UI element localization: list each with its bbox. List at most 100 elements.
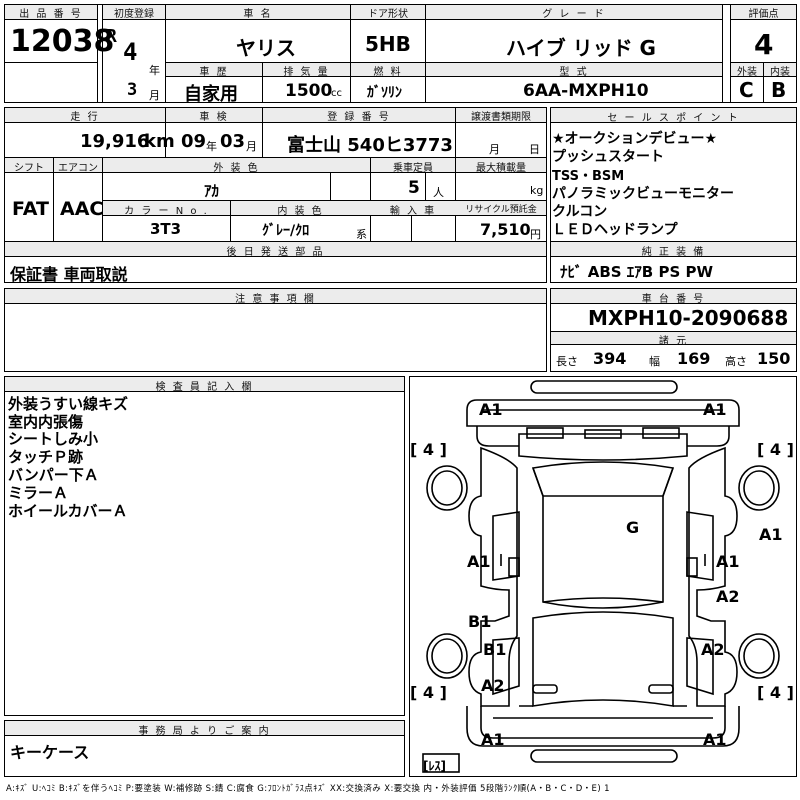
reg-year: 4 [123,38,138,66]
max-load-header: 最大積載量 [476,163,526,174]
interior-grade: B [771,78,787,102]
caution-header: 注 意 事 項 欄 [235,294,316,305]
reg-no-header: 登 録 番 号 [327,112,391,123]
diag-tire-rear-left: [ 4 ] [410,683,447,702]
ac-header: エアコン [58,163,98,174]
diag-front-left: A1 [479,400,503,419]
ext-color: ｱｶ [204,182,220,200]
era: R [106,26,117,47]
shift: FAT [12,198,49,220]
chassis-block [550,288,797,372]
top-info-block [4,4,797,103]
ext-color-header: 外 装 色 [213,163,260,174]
diag-right-rear-door: A2 [716,587,740,606]
diag-left-quarter: B1 [483,640,507,659]
inspector-note-2: 室内内張傷 [8,413,84,431]
displacement-header: 排 気 量 [283,67,330,78]
chassis-number: MXPH10-2090688 [588,306,789,330]
sales-point-4: パノラミックビューモニター [552,186,734,202]
car-name: ヤリス [236,36,296,60]
office-note: キーケース [10,743,90,762]
diag-right-side-outer: A1 [759,525,783,544]
inspector-note-7: ホイールカバーＡ [8,502,128,520]
specs-header: 諸 元 [658,336,689,347]
sales-point-6: ＬＥＤヘッドランプ [552,222,678,238]
history-header: 車 歴 [199,67,229,78]
office-header: 事 務 局 よ り ご 案 内 [138,726,271,737]
score-header: 評価点 [748,9,779,20]
std-equipment: ﾅﾋﾞ ABS ｴｱB PS PW [560,263,714,281]
diag-rear-left: A1 [481,730,505,749]
reg-month-unit: 月 [149,89,160,102]
car-diagram-block [409,376,797,777]
inspector-note-6: ミラーＡ [8,484,69,502]
int-color-unit: 系 [356,228,367,241]
max-load-unit: kg [530,184,544,197]
sales-point-header: セ ー ル ス ポ イ ン ト [607,113,740,124]
exterior-grade: C [739,78,754,102]
inspector-note-1: 外装うすい線キズ [8,395,129,413]
inspector-block [4,376,405,716]
lot-no-header: 出 品 番 号 [19,9,83,20]
int-color-header: 内 装 色 [277,206,324,217]
color-no-header: カ ラ ー N o . [124,206,209,217]
model-header: 型 式 [559,67,589,78]
diag-tire-rear-right: [ 4 ] [757,683,794,702]
transfer-day-unit: 日 [529,143,540,156]
import-header: 輸 入 車 [389,206,437,217]
mileage: 19,916 [80,131,150,152]
transfer-month-unit: 月 [489,143,500,156]
car-diagram [422,380,780,773]
length-label: 長さ [556,355,578,368]
height: 150 [757,349,791,368]
width: 169 [677,349,711,368]
width-label: 幅 [649,355,660,368]
diag-left-door: A1 [467,552,491,571]
capacity-header: 乗車定員 [393,163,433,174]
chassis-header: 車 台 番 号 [641,294,706,305]
inspection-year: 09 [181,131,207,152]
std-equipment-header: 純 正 装 備 [641,247,706,258]
door-header: ドア形状 [368,9,408,20]
sales-point-3: TSS・BSM [552,169,625,184]
inspector-note-4: タッチＰ跡 [8,448,84,466]
recycle-header: リサイクル預託金 [465,205,537,215]
fuel-header: 燃 料 [373,67,403,78]
legend: A:ｷｽﾞ U:ﾍｺﾐ B:ｷｽﾞを伴うﾍｺﾐ P:要塗装 W:補修跡 S:錆 … [6,784,610,794]
later-parts: 保証書 車両取説 [10,265,128,284]
reg-month: 3 [127,80,138,100]
reg-no: 富士山 540ヒ3773 [287,135,453,156]
grade: ハイブ リッド G [506,36,656,60]
capacity-unit: 人 [433,186,444,199]
diag-left-rear-door: B1 [468,612,492,631]
diag-rest: [ﾚｽ] [423,759,446,773]
color-no: 3T3 [150,220,182,238]
inspection-month: 03 [220,131,246,152]
diag-tire-front-right: [ 4 ] [757,440,794,459]
diag-right-door: A1 [716,552,740,571]
details-block [4,107,547,283]
reg-year-unit: 年 [149,64,160,77]
sales-point-5: クルコン [552,204,608,220]
sales-point-2: プッシュスタート [552,149,664,165]
capacity: 5 [408,178,420,198]
diag-tire-front-left: [ 4 ] [410,440,447,459]
exterior-header: 外装 [737,67,757,78]
diag-left-rear-bumper: A2 [481,676,505,695]
score: 4 [754,28,774,61]
diag-roof: G [626,518,640,537]
inspection-year-unit: 年 [206,140,217,153]
diag-right-quarter: A2 [701,640,725,659]
length: 394 [593,349,627,368]
height-label: 高さ [725,355,747,368]
caution-block [4,288,547,372]
interior-header: 内装 [770,67,790,78]
diag-rear-right: A1 [703,730,727,749]
ac: AAC [60,198,104,220]
inspection-header: 車 検 [199,112,229,123]
grade-header: グ レ ー ド [542,9,606,20]
sales-point-block [550,107,797,283]
int-color: ｸﾞﾚｰ/ｸﾛ [262,223,310,239]
inspector-header: 検 査 員 記 入 欄 [155,382,254,393]
sales-point-1: ★オークションデビュー★ [552,131,718,147]
